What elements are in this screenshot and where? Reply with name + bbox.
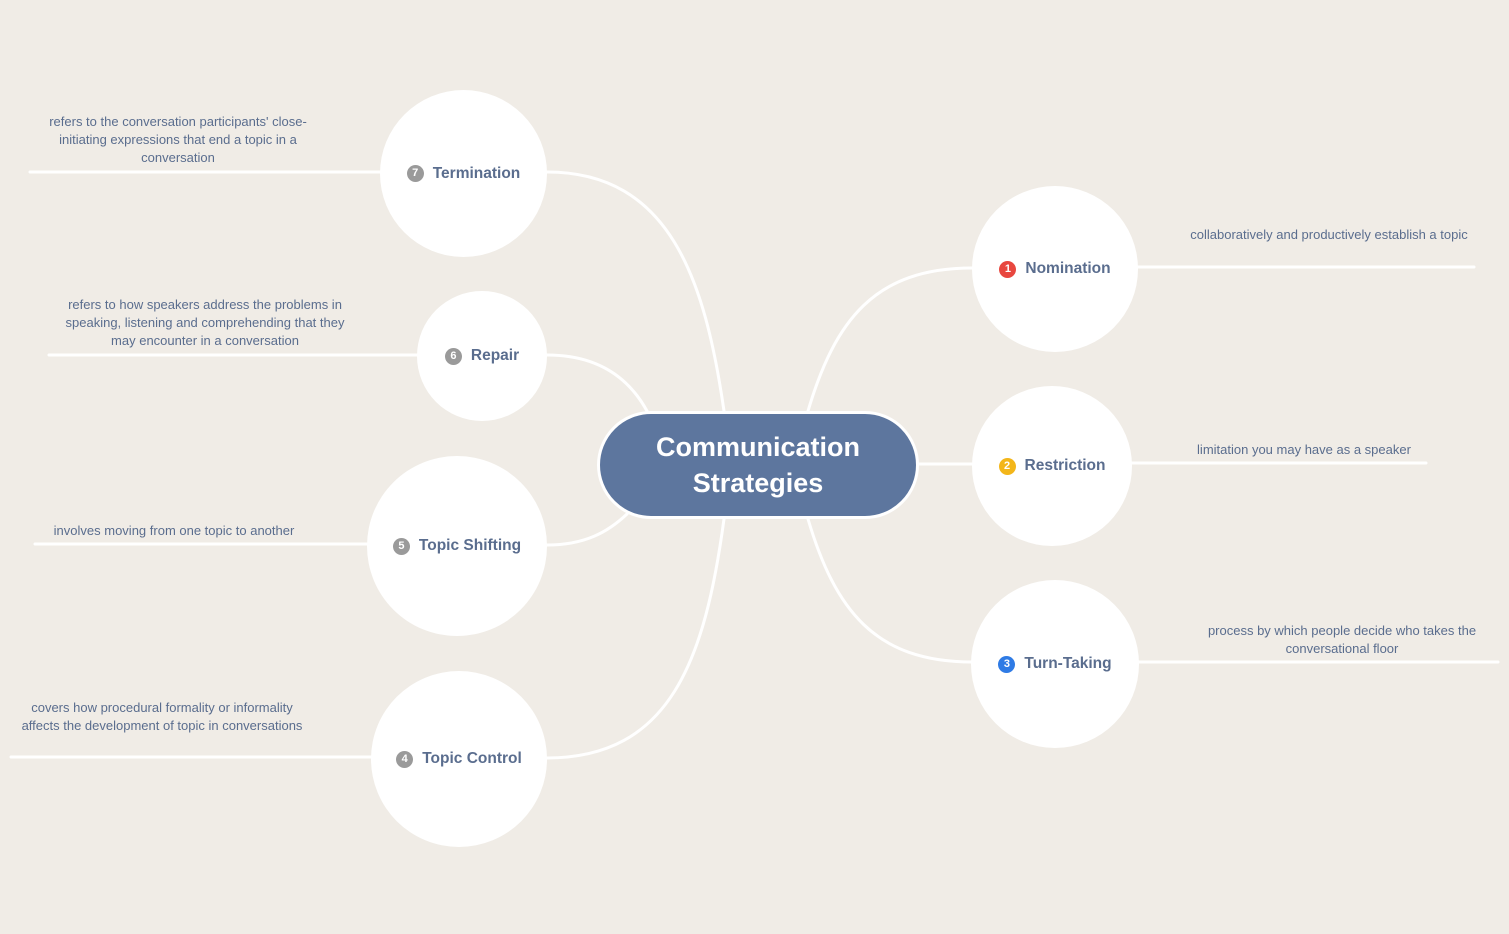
node-label: Repair (470, 347, 520, 364)
central-topic-title: Communication Strategies (655, 432, 860, 498)
number-5-icon: 5 (392, 537, 410, 555)
link-termination (545, 170, 726, 413)
node-label: Nomination (1025, 260, 1111, 277)
number-3-icon: 3 (998, 655, 1016, 673)
description-topic-control: covers how procedural formality or infor… (21, 700, 303, 733)
description-restriction: limitation you may have as a speaker (1197, 442, 1411, 457)
node-topic-shifting[interactable]: 5 Topic Shifting (367, 456, 547, 636)
description-turn-taking: process by which people decide who takes… (1207, 623, 1477, 656)
central-topic[interactable]: Communication Strategies (597, 411, 919, 519)
link-repair (545, 353, 649, 413)
number-6-icon: 6 (444, 347, 462, 365)
node-restriction[interactable]: 2 Restriction (972, 386, 1132, 546)
number-1-icon: 1 (999, 260, 1017, 278)
link-nomination (806, 266, 974, 413)
node-label: Topic Shifting (418, 537, 522, 554)
description-topic-shifting: involves moving from one topic to anothe… (53, 523, 295, 538)
description-termination: refers to the conversation participants'… (49, 114, 307, 165)
description-repair: refers to how speakers address the probl… (65, 297, 345, 348)
node-termination[interactable]: 7 Termination (380, 90, 547, 257)
description-nomination: collaboratively and productively establi… (1190, 227, 1468, 242)
node-label: Turn-Taking (1024, 655, 1112, 672)
node-topic-control[interactable]: 4 Topic Control (371, 671, 547, 847)
link-topic-shifting (545, 512, 629, 547)
node-label: Restriction (1024, 457, 1106, 474)
node-nomination[interactable]: 1 Nomination (972, 186, 1138, 352)
node-label: Termination (432, 164, 521, 182)
node-repair[interactable]: 6 Repair (417, 291, 547, 421)
link-turn-taking (806, 517, 974, 664)
number-4-icon: 4 (396, 750, 414, 768)
number-2-icon: 2 (998, 457, 1016, 475)
node-label: Topic Control (422, 750, 522, 767)
node-turn-taking[interactable]: 3 Turn-Taking (971, 580, 1139, 748)
link-topic-control (545, 517, 726, 760)
number-7-icon: 7 (406, 165, 424, 182)
